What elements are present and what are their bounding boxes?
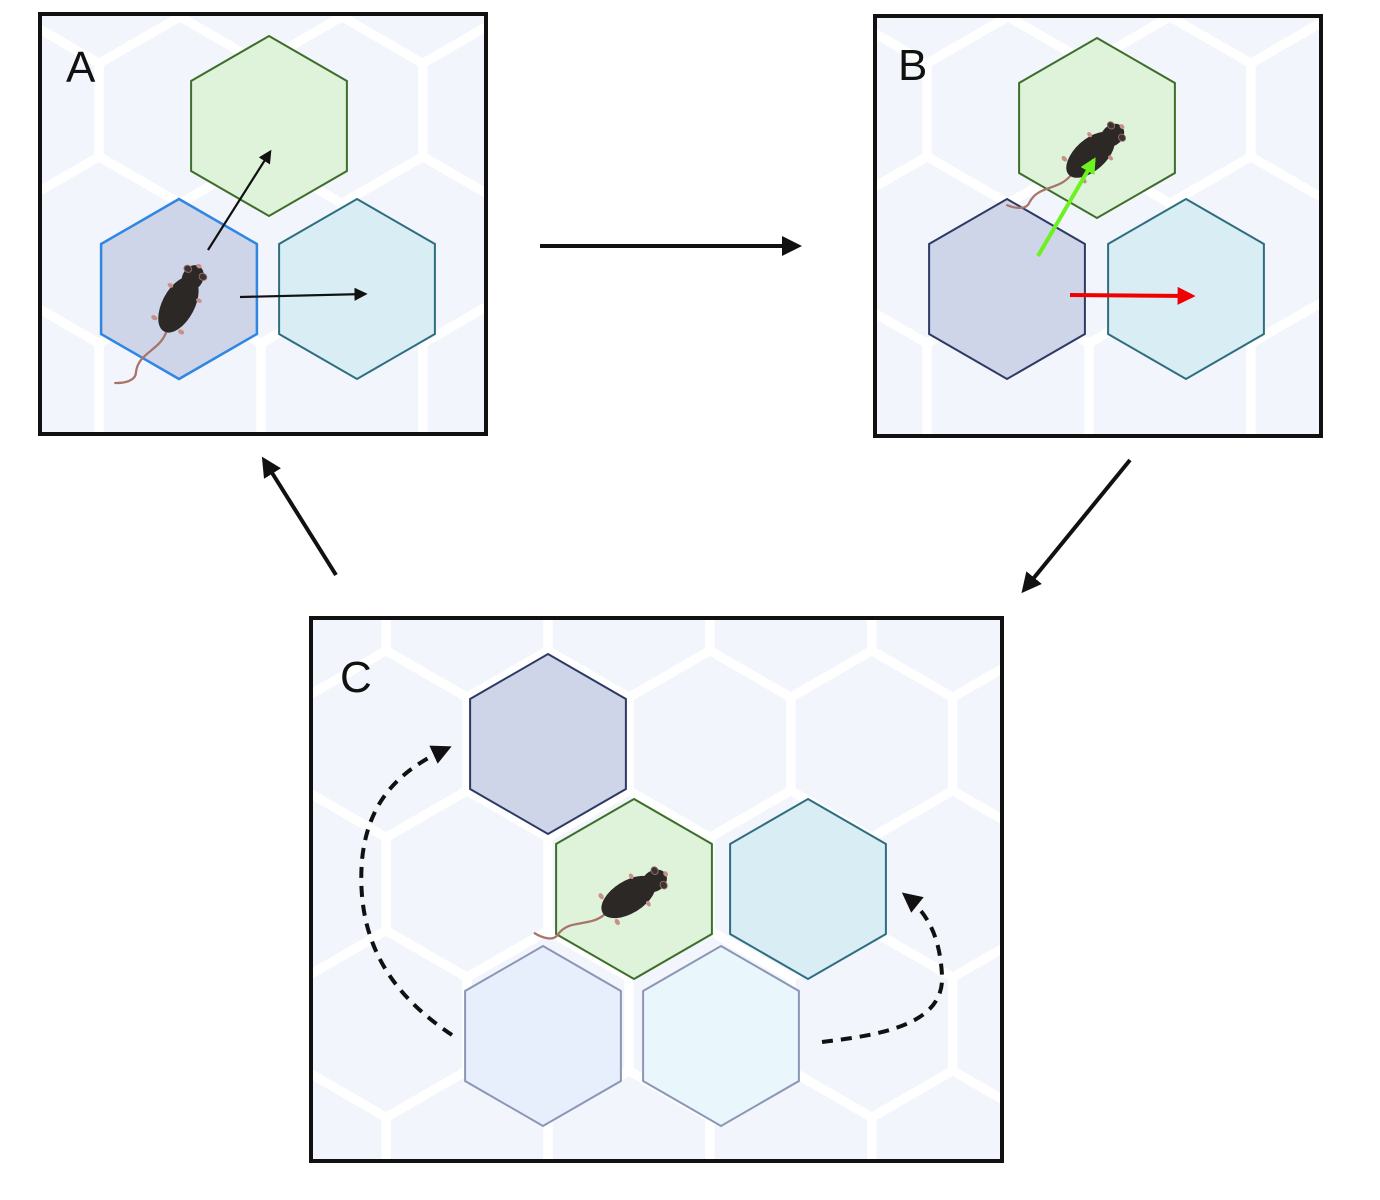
background-hex-tile — [390, 796, 544, 972]
rejected-arrow — [1069, 286, 1196, 305]
background-hex-tile — [148, 936, 300, 1112]
background-hex-tile — [1255, 308, 1321, 436]
hex-cyan-relocated — [729, 797, 887, 981]
panel-b: B — [873, 14, 1323, 438]
cycle-arrow-c-to-a — [261, 456, 338, 577]
hex-cyan-previous — [642, 944, 800, 1128]
cycle-arrow-b-to-c — [1021, 458, 1132, 594]
dashed-curved-arrow-right — [821, 892, 945, 1044]
background-hex-tile — [184, 14, 338, 58]
background-hex-tile — [875, 318, 923, 436]
background-hex-tile — [311, 799, 382, 969]
background-hex-tile — [40, 14, 176, 58]
chosen-arrow — [1036, 157, 1096, 258]
background-hex-tile — [552, 618, 706, 692]
background-hex-tile — [1178, 16, 1321, 58]
panel-c-frame — [309, 616, 1004, 1163]
background-hex-tile — [714, 618, 867, 692]
background-hex-tile — [311, 618, 382, 689]
panel-c: C — [148, 616, 1004, 1163]
background-hex-tile — [40, 34, 95, 186]
background-hex-tile — [875, 38, 923, 182]
background-hex-tile — [957, 674, 1002, 814]
background-hex-tile — [427, 32, 486, 188]
background-hex-tile — [311, 656, 463, 832]
background-hex-tile — [148, 656, 300, 832]
hex-green-target — [190, 34, 348, 218]
panel-a-label: A — [66, 43, 96, 92]
hex-purple-previous — [464, 944, 622, 1128]
choice-arrow-up — [207, 149, 272, 251]
background-hex-tile — [552, 1076, 706, 1161]
background-hex-tile — [876, 796, 1002, 972]
background-hex-tile — [390, 618, 544, 692]
background-hex-tile — [427, 312, 486, 434]
background-hex-tile — [957, 954, 1002, 1094]
background-hex-tile — [346, 14, 486, 58]
background-hex-tile — [714, 1076, 867, 1161]
background-hex-tile — [311, 1079, 382, 1161]
background-hex-tile — [1016, 16, 1162, 58]
background-hex-tile — [311, 936, 463, 1112]
hex-purple-relocated — [469, 652, 627, 836]
background-hex-tile — [875, 16, 1000, 58]
background-hex-tile — [40, 314, 95, 434]
panel-c-label: C — [340, 653, 372, 702]
panel-b-label: B — [898, 41, 927, 90]
choice-arrow-right — [239, 287, 368, 301]
background-hex-tile — [876, 1076, 1002, 1161]
background-hex-tile — [390, 1076, 544, 1161]
background-hex-tile — [876, 618, 1002, 692]
hex-green-chosen — [1018, 36, 1176, 220]
panel-a-frame — [38, 12, 488, 436]
panel-a: A — [38, 12, 488, 436]
background-hex-tile — [795, 656, 948, 832]
background-hex-tile — [633, 656, 787, 832]
background-hex-tile — [1255, 28, 1321, 192]
dashed-curved-arrow-left — [359, 745, 454, 1037]
panel-b-frame — [873, 14, 1323, 438]
background-hex-tile — [795, 936, 948, 1112]
